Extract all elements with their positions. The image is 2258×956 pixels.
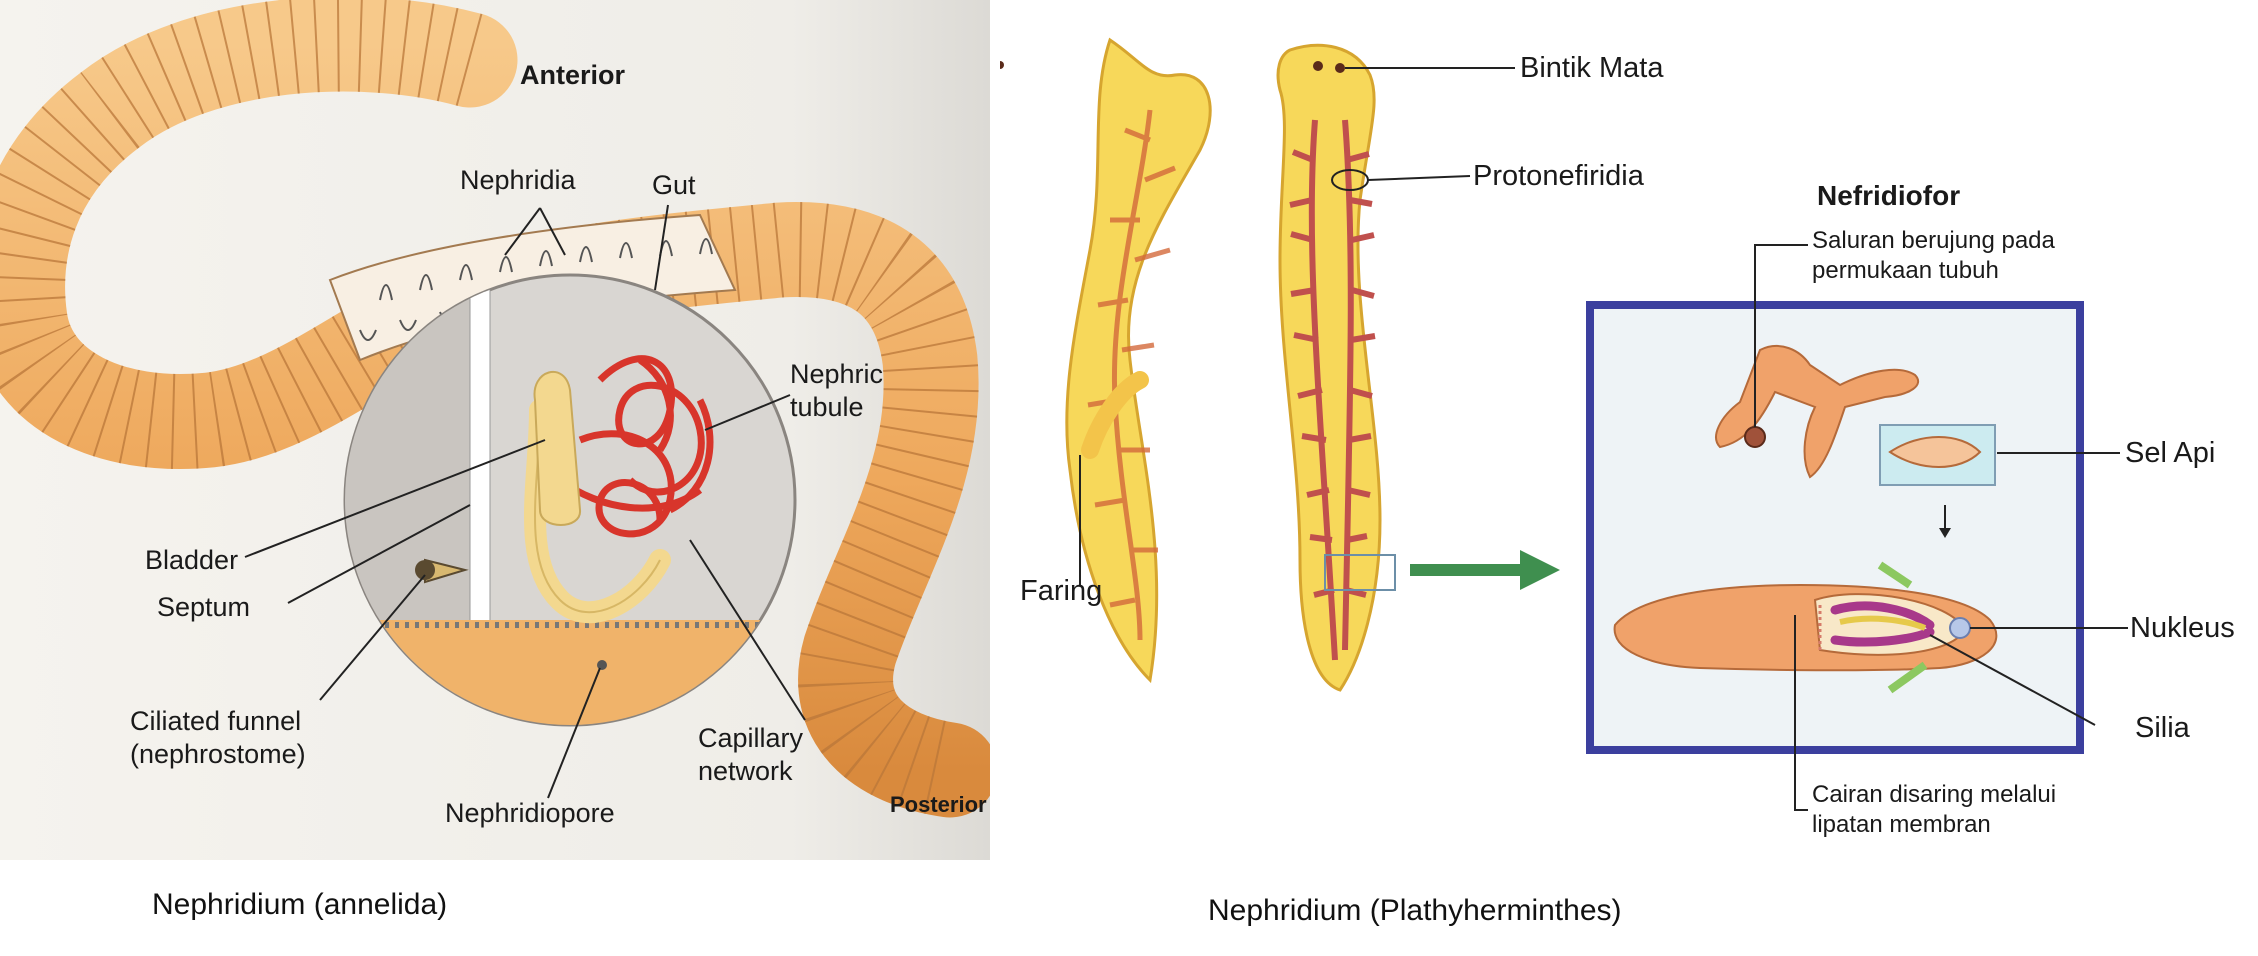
cairan-label: Cairan disaring melalui lipatan membran: [1812, 781, 2057, 838]
bladder-label: Bladder: [145, 545, 239, 575]
nephric-tubule-label: Nephric tubule: [790, 359, 884, 422]
flatworm-left: [1065, 37, 1212, 684]
flatworm-right: [1276, 43, 1382, 692]
faring-label: Faring: [1020, 575, 1103, 607]
earthworm-illustration: [0, 0, 990, 818]
silia-label: Silia: [2135, 712, 2190, 744]
sel-api-label: Sel Api: [2125, 437, 2216, 469]
posterior-label: Posterior: [890, 792, 987, 817]
saluran-label: Saluran berujung pada permukaan tubuh: [1812, 227, 2055, 284]
gut-label: Gut: [652, 170, 696, 200]
annelida-panel: Anterior Nephridia Gut Nephric tubule Bl…: [0, 0, 990, 860]
capillary-network-label: Capillary network: [698, 723, 804, 786]
nephridia-label: Nephridia: [460, 165, 576, 195]
bintik-mata-label: Bintik Mata: [1520, 52, 1664, 84]
anterior-label: Anterior: [520, 60, 626, 90]
protonefiridia-label: Protonefiridia: [1473, 160, 1644, 192]
ciliated-funnel-label: Ciliated funnel (nephrostome): [130, 706, 306, 769]
platyhelminthes-panel: Bintik Mata Protonefiridia Faring Nefrid…: [1000, 0, 2258, 860]
nephridiopore-label: Nephridiopore: [445, 798, 615, 828]
septum-label: Septum: [157, 592, 251, 622]
platyhelminthes-caption: Nephridium (Plathyherminthes): [1208, 894, 1622, 927]
annelida-caption: Nephridium (annelida): [152, 888, 448, 921]
nukleus-label: Nukleus: [2130, 612, 2235, 644]
nefridiofor-label: Nefridiofor: [1817, 180, 1961, 211]
flatworm-illustration: [1000, 37, 2128, 811]
